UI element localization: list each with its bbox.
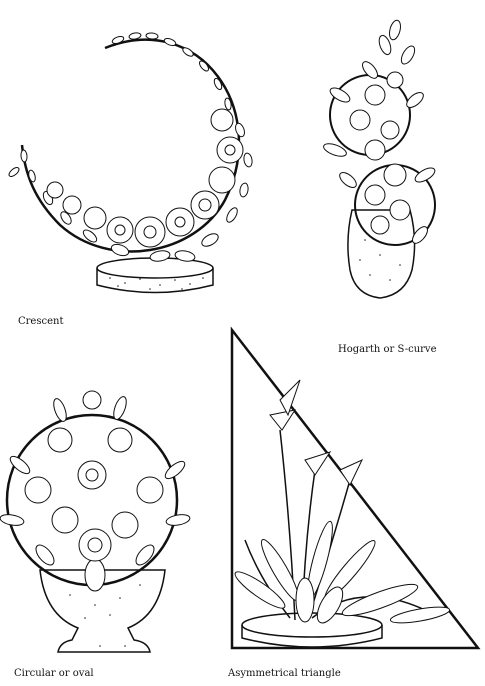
asymmetrical-caption: Asymmetrical triangle: [228, 668, 341, 679]
crescent-illustration: [0, 0, 280, 320]
hogarth-illustration: [300, 0, 485, 360]
crescent-panel: Crescent: [0, 0, 280, 320]
crescent-caption: Crescent: [18, 316, 63, 327]
asymmetrical-illustration: [220, 320, 485, 686]
circular-flowers: [25, 391, 163, 561]
circular-vase-stipple: [69, 584, 141, 647]
triangle-foliage: [231, 520, 450, 627]
circular-panel: Circular or oval: [0, 370, 220, 686]
base-stipple: [109, 277, 204, 290]
hogarth-panel: Hogarth or S-curve: [300, 0, 485, 360]
asymmetrical-panel: Asymmetrical triangle: [220, 320, 485, 686]
hogarth-foliage: [322, 19, 437, 246]
circular-illustration: [0, 370, 220, 686]
circular-caption: Circular or oval: [14, 668, 94, 679]
crescent-flowers: [47, 109, 243, 247]
vase-stipple: [359, 229, 401, 281]
